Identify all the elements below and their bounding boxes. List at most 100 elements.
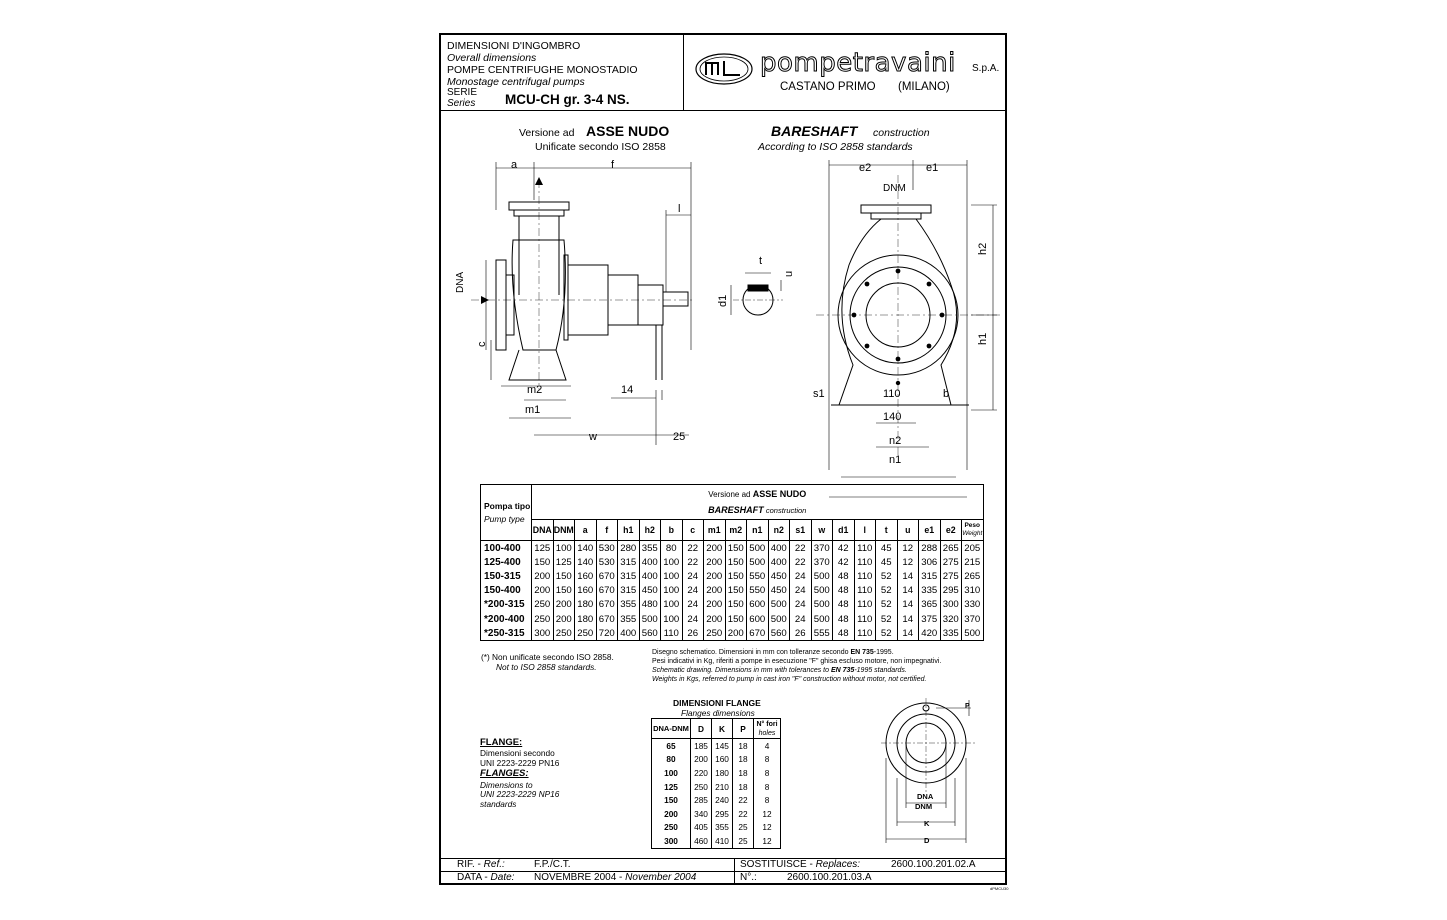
table-cell: 500 (810, 569, 833, 584)
flange-cell: 355 (711, 820, 733, 835)
pump-model-cell: 150-400 (480, 583, 532, 598)
footer-date-it: NOVEMBRE 2004 (534, 872, 617, 883)
footer-divider (734, 858, 735, 885)
table-cell: 500 (810, 611, 833, 627)
note-4: Weights in Kgs, referred to pump in cast… (652, 676, 927, 683)
table-cell: 306 (918, 555, 941, 570)
dim-d1: d1 (717, 294, 729, 307)
table-bareshaft: BARESHAFT (708, 505, 764, 515)
table-cell: 24 (789, 611, 812, 627)
footer-ref-value: F.P./C.T. (534, 859, 571, 870)
table-cell: 265 (961, 569, 984, 584)
pump-model-cell: 125-400 (480, 555, 532, 570)
dim-b: b (943, 388, 950, 400)
title-block: DIMENSIONI D'INGOMBRO Overall dimensions… (441, 35, 684, 111)
table-cell: 150 (724, 611, 747, 627)
table-cell: 100 (552, 540, 575, 556)
column-header: c (681, 519, 704, 541)
footer-replaces-value: 2600.100.201.02.A (891, 859, 976, 870)
dim-c: c (476, 341, 488, 348)
column-header: e2 (939, 519, 962, 541)
table-cell: 300 (939, 597, 962, 612)
footer-date-en: November 2004 (625, 872, 697, 883)
table-cell: 180 (574, 597, 597, 612)
table-cell: 250 (703, 626, 726, 642)
table-cell: 215 (961, 555, 984, 570)
pump-type-label-en: Pump type (484, 514, 525, 524)
flanges-en-2: UNI 2223-2229 NP16 (480, 789, 560, 799)
dim-14: 14 (621, 384, 634, 396)
table-cell: 530 (595, 540, 618, 556)
table-cell: 530 (595, 555, 618, 570)
flange-dn-cell: 100 (651, 766, 691, 780)
table-cell: 420 (918, 626, 941, 642)
table-cell: 315 (617, 555, 640, 570)
dim-a: a (511, 159, 518, 171)
table-cell: 180 (574, 611, 597, 627)
table-cell: 265 (939, 540, 962, 556)
pump-model-cell: 100-400 (480, 540, 532, 556)
flange-dn-cell: 80 (651, 752, 691, 767)
table-cell: 14 (896, 583, 919, 598)
company-block: pompetravaini S.p.A. CASTANO PRIMO (MILA… (684, 35, 1007, 111)
table-cell: 335 (939, 626, 962, 642)
flange-it-2: UNI 2223-2229 PN16 (480, 758, 560, 768)
table-cell: 500 (961, 626, 984, 642)
table-cell: 250 (531, 611, 554, 627)
table-cell: 450 (638, 583, 661, 598)
table-cell: 22 (789, 555, 812, 570)
dim-dnm: DNM (883, 183, 906, 194)
corner-code: dPMCU30 (990, 886, 1009, 891)
table-cell: 22 (681, 540, 704, 556)
table-cell: 450 (767, 583, 790, 598)
dim-110: 110 (883, 388, 901, 400)
flange-cell: 210 (711, 779, 733, 794)
column-header: n2 (767, 519, 790, 541)
note-star-en: Not to ISO 2858 standards. (496, 662, 597, 672)
table-cell: 100 (660, 569, 683, 584)
dim-w: w (589, 431, 597, 443)
table-cell: 670 (595, 583, 618, 598)
footer-row-ref: RIF. - Ref.: F.P./C.T. SOSTITUISCE - Rep… (457, 859, 976, 870)
column-header: d1 (832, 519, 855, 541)
table-version-label: Versione ad (708, 490, 751, 499)
table-cell: 150 (724, 555, 747, 570)
bareshaft-title: BARESHAFT (771, 123, 858, 139)
table-cell: 200 (724, 626, 747, 642)
table-cell: 26 (681, 626, 704, 642)
dim-m1: m1 (525, 404, 541, 416)
footer-n-value: 2600.100.201.03.A (787, 872, 872, 883)
table-cell: 125 (531, 540, 554, 556)
table-cell: 110 (853, 626, 876, 642)
dim-l: l (678, 203, 681, 215)
flange-cell: 250 (690, 779, 712, 794)
table-cell: 45 (875, 555, 898, 570)
table-cell: 250 (531, 597, 554, 612)
table-cell: 12 (896, 555, 919, 570)
flange-cell: 25 (732, 834, 754, 849)
flange-col-d: D (690, 718, 712, 739)
table-cell: 550 (746, 569, 769, 584)
side-view-drawing (471, 162, 693, 445)
table-cell: 100 (660, 597, 683, 612)
flange-cell: 4 (753, 737, 781, 753)
table-cell: 52 (875, 569, 898, 584)
flange-cell: 8 (753, 752, 781, 767)
flange-label: FLANGE: (480, 737, 523, 748)
iso-note: Unificate secondo ISO 2858 (535, 141, 666, 153)
table-cell: 160 (574, 583, 597, 598)
flange-cell: 240 (711, 793, 733, 807)
table-cell: 24 (681, 597, 704, 612)
table-cell: 150 (552, 583, 575, 598)
table-cell: 150 (724, 583, 747, 598)
table-cell: 300 (531, 626, 554, 642)
flanges-en-1: Dimensions to (480, 780, 533, 790)
